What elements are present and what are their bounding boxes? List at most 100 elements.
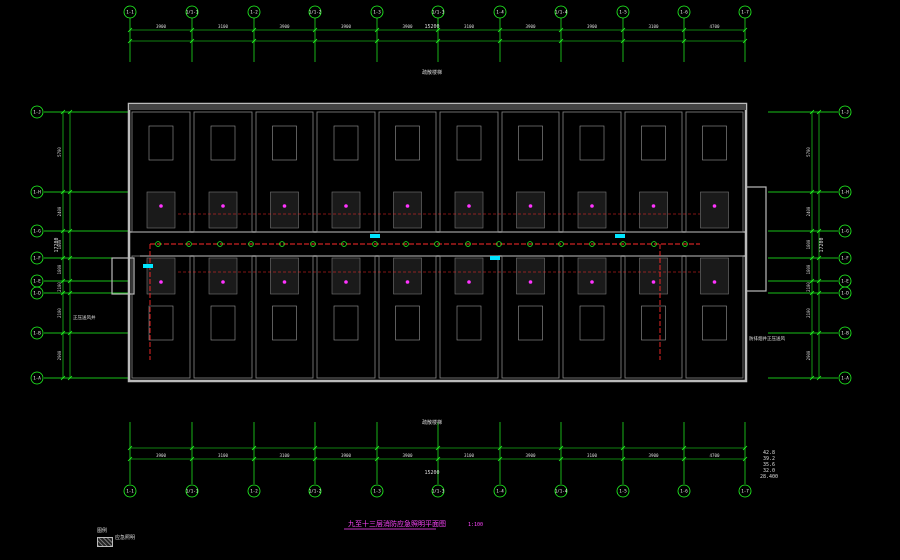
legend-heading: 图例: [97, 528, 108, 534]
room-bed: [148, 125, 174, 161]
level-label: 28.400: [760, 474, 778, 480]
dimension-tick: [809, 228, 815, 234]
bath-light-icon: [467, 204, 471, 208]
guest-room: [193, 255, 253, 379]
bath-light-icon: [344, 204, 348, 208]
axis-bubble: [554, 484, 568, 498]
emergency-light-icon: [558, 241, 564, 247]
axis-bubble: [616, 5, 630, 19]
dimension-tick: [312, 445, 318, 451]
room-bed: [518, 125, 543, 161]
axis-bubble-label: 1/1-3: [432, 10, 445, 15]
axis-bubble-label: 1-D: [841, 291, 849, 296]
room-bed: [579, 305, 605, 341]
level-labels: 42.8 39.2 35.6 32.0 28.400: [760, 450, 778, 480]
dimension-tick: [435, 27, 441, 33]
bath-light-icon: [221, 204, 225, 208]
dimension-tick: [816, 375, 822, 381]
bathroom: [146, 191, 176, 229]
axis-bubble-label: 1-J: [33, 110, 41, 115]
dimension-tick: [681, 27, 687, 33]
bath-light-icon: [528, 280, 533, 284]
dimension-value: 1800: [57, 239, 62, 249]
room-bed: [641, 125, 666, 161]
room-bed: [641, 305, 666, 341]
bathroom: [516, 257, 545, 295]
dimension-tick: [497, 27, 503, 33]
axis-bubble: [431, 5, 445, 19]
dimension-tick: [60, 330, 66, 336]
exit-sign-icon: [615, 234, 625, 238]
axis-bubble-label: 1-H: [33, 190, 41, 195]
dimension-value: 3900: [156, 24, 167, 29]
bathroom: [393, 257, 422, 295]
emergency-light-icon: [682, 241, 688, 247]
guest-room: [131, 255, 191, 379]
dimension-tick: [816, 278, 822, 284]
dimension-value: 1800: [806, 264, 811, 274]
dimension-value: 4700: [709, 453, 720, 458]
dimension-value: 2100: [806, 308, 811, 318]
dimension-tick: [189, 38, 195, 44]
axis-bubble: [247, 5, 261, 19]
dimension-tick: [127, 456, 133, 462]
dimension-value: 2100: [57, 308, 62, 318]
emergency-light-icon: [372, 241, 378, 247]
dimension-value: 3100: [648, 24, 659, 29]
dimension-tick: [809, 255, 815, 261]
guest-room: [131, 111, 191, 233]
dimension-value: 3900: [525, 453, 536, 458]
dimension-tick: [60, 278, 66, 284]
axis-grid: 1-11-11/1-11/1-11-21-21/1-21/1-21-31-31/…: [30, 5, 852, 498]
axis-bubble: [247, 484, 261, 498]
dimension-value: 3900: [341, 24, 352, 29]
dimension-tick: [558, 456, 564, 462]
dimension-tick: [809, 189, 815, 195]
dimension-value: 3900: [279, 24, 290, 29]
emergency-light-icon: [589, 241, 595, 247]
bathroom: [700, 257, 729, 295]
dimension-tick: [67, 278, 73, 284]
guest-room: [562, 111, 622, 233]
guest-room: [378, 255, 437, 379]
axis-bubble-label: 1-3: [373, 10, 381, 15]
axis-bubble-label: 1/1-3: [432, 489, 445, 494]
bathroom: [700, 191, 729, 229]
guest-room: [439, 255, 499, 379]
dimension-value: 2400: [806, 206, 811, 216]
emergency-light-icon: [279, 241, 285, 247]
dimension-tick: [435, 38, 441, 44]
bath-light-icon: [712, 280, 717, 284]
dimension-value: 3900: [156, 453, 167, 458]
dimension-value: 3100: [464, 24, 475, 29]
axis-bubble: [185, 5, 199, 19]
dimension-tick: [312, 456, 318, 462]
axis-bubble: [838, 185, 852, 199]
axis-bubble-label: 1-J: [841, 110, 849, 115]
axis-bubble-label: 1/1-1: [186, 489, 199, 494]
axis-bubble-label: 1-B: [841, 331, 849, 336]
light-fixtures: [143, 204, 717, 284]
bath-light-icon: [159, 280, 163, 284]
dimension-tick: [809, 375, 815, 381]
axis-bubble: [308, 484, 322, 498]
axis-bubble-label: 1-E: [33, 279, 41, 284]
guest-room: [439, 111, 499, 233]
axis-bubble: [30, 105, 44, 119]
dimension-value: 3900: [587, 24, 598, 29]
dimension-tick: [620, 445, 626, 451]
room-bed: [272, 305, 297, 341]
dimension-value: 3100: [587, 453, 598, 458]
legend-label: 应急照明: [115, 535, 136, 541]
dimension-tick: [189, 456, 195, 462]
axis-bubble-label: 1-3: [373, 489, 381, 494]
axis-bubble-label: 1-G: [841, 229, 849, 234]
total-width-top: 15200: [424, 24, 439, 30]
dimension-value: 2400: [57, 206, 62, 216]
shaft-right: [745, 186, 767, 292]
exit-sign-icon: [370, 234, 380, 238]
dimension-value: 2900: [57, 350, 62, 360]
bathroom: [577, 191, 607, 229]
guest-room: [685, 111, 744, 233]
